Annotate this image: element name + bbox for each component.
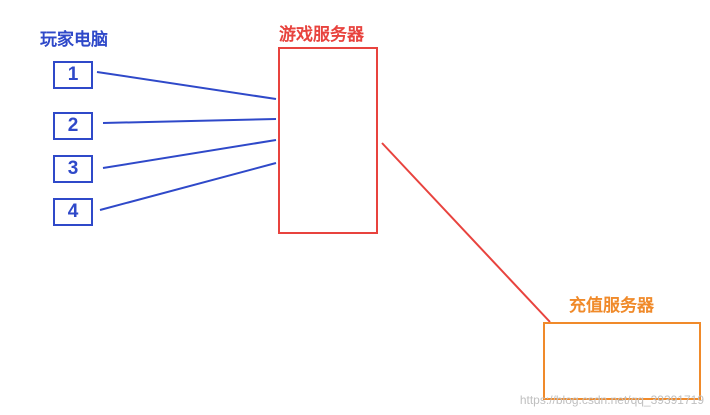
connection-line-game-to-recharge	[381, 142, 551, 323]
client-label-1: 1	[67, 64, 79, 85]
client-box-4: 4	[53, 198, 93, 226]
game-server-title: 游戏服务器	[279, 25, 364, 45]
player-group-title: 玩家电脑	[40, 30, 108, 50]
connection-line-client-4	[99, 162, 277, 211]
client-box-1: 1	[53, 61, 93, 89]
client-box-3: 3	[53, 155, 93, 183]
connection-line-client-1	[96, 71, 277, 100]
recharge-server-box	[543, 322, 701, 400]
game-server-box	[278, 47, 378, 234]
client-box-2: 2	[53, 112, 93, 140]
client-label-3: 3	[67, 158, 79, 179]
recharge-server-title: 充值服务器	[569, 296, 654, 316]
client-label-4: 4	[67, 201, 79, 222]
client-label-2: 2	[67, 115, 79, 136]
watermark-text: https://blog.csdn.net/qq_39391719	[519, 393, 704, 407]
connection-line-client-3	[102, 139, 277, 169]
connection-line-client-2	[102, 118, 277, 124]
